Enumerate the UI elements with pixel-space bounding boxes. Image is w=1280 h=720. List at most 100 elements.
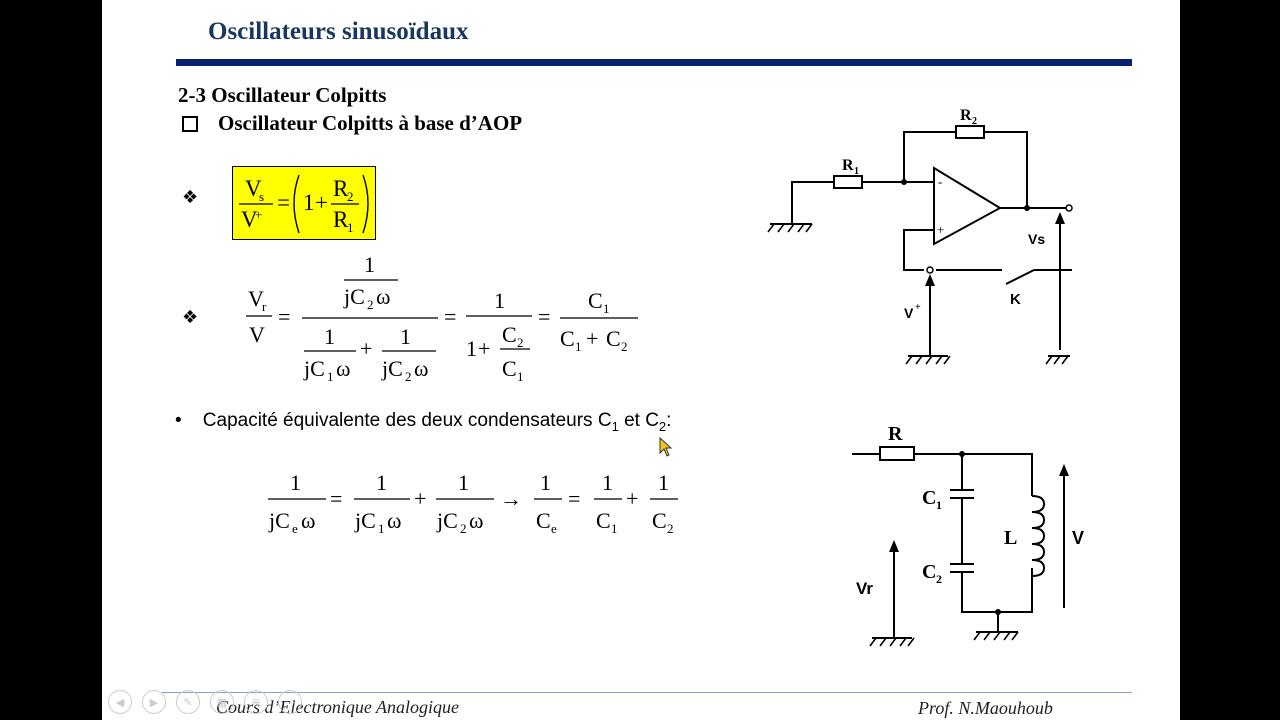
checkbox-bullet-icon	[182, 115, 198, 132]
eq2-v: V	[249, 322, 265, 347]
circuit1-r1-sub: 1	[854, 166, 859, 177]
eq3-f-sub: 2	[667, 521, 674, 536]
eq2-left-omega: ω	[336, 356, 350, 381]
eq3-b-one: 1	[376, 470, 387, 495]
eq3-a-one: 1	[290, 470, 301, 495]
eq3-a-jc: jC	[268, 508, 290, 533]
eq2-right-jc2: jC	[381, 356, 403, 381]
next-icon[interactable]: ▶	[142, 690, 166, 714]
eq2-mid-c2-sub: 2	[517, 335, 524, 350]
mouse-cursor-icon	[659, 436, 673, 457]
zoom-icon[interactable]: ⊕	[244, 690, 268, 714]
subsection-heading: Oscillateur Colpitts à base d’AOP	[178, 111, 522, 136]
bullet-dot-icon: •	[175, 410, 182, 431]
eq2-res-den-c2: C	[606, 326, 621, 351]
eq1-vplus: V	[241, 207, 258, 232]
title-underline	[176, 59, 1132, 66]
eq3-e-c: C	[596, 508, 611, 533]
eq2-left-jc1: jC	[303, 356, 325, 381]
bullet-sub2: 2	[658, 418, 667, 434]
circuit2-c2-sub: 2	[936, 572, 942, 586]
circuit2-c2-label: C	[922, 561, 936, 583]
eq1-r2: R	[333, 176, 349, 201]
eq2-equals-2: =	[444, 304, 456, 329]
subsection-text: Oscillateur Colpitts à base d’AOP	[218, 111, 523, 135]
bullet-text-1: Capacité équivalente des deux condensate…	[202, 410, 612, 431]
eq2-plus-3: +	[586, 326, 598, 351]
section-heading: 2-3 Oscillateur Colpitts	[178, 83, 387, 107]
eq3-b-jc: jC	[354, 508, 376, 533]
circuit2-c1-sub: 1	[936, 498, 942, 512]
eq2-res-den-c2-sub: 2	[621, 339, 628, 354]
eq1-r1-sub: 1	[347, 220, 354, 235]
eq2-top-one: 1	[364, 252, 375, 277]
circuit2-v-label: V	[1072, 528, 1084, 548]
diamond-bullet-icon-2: ❖	[182, 307, 199, 328]
eq2-mid-c1-sub: 1	[517, 369, 524, 384]
eq3-plus-2: +	[626, 486, 638, 511]
eq2-plus-1: +	[360, 336, 372, 361]
slides-icon[interactable]: ▦	[210, 690, 234, 714]
opamp-colpitts-circuit: R 2 R 1 - + Vs V + K	[767, 107, 1073, 365]
circuit2-vr-label: Vr	[856, 579, 873, 598]
equation-gain: V s V + = 1 + R 2 R 1	[239, 174, 369, 235]
slide: Oscillateurs sinusoïdaux 2-3 Oscillateur…	[102, 0, 1180, 720]
pen-icon[interactable]: ✎	[176, 690, 200, 714]
eq3-plus-1: +	[414, 486, 426, 511]
prev-icon[interactable]: ◀	[108, 690, 132, 714]
eq1-one: 1	[303, 190, 315, 215]
eq2-mid-one: 1	[494, 288, 505, 313]
eq2-vr: V	[248, 286, 264, 311]
circuit1-k-label: K	[1010, 291, 1021, 308]
footer-course: Cours d’Electronique Analogique	[216, 697, 459, 717]
circuit1-vs-label: Vs	[1028, 231, 1045, 247]
eq2-equals-1: =	[278, 304, 290, 329]
bullet-equivalent-capacitance: • Capacité équivalente des deux condensa…	[175, 410, 671, 434]
bullet-sub1: 1	[611, 418, 619, 434]
more-icon[interactable]: ⋯	[278, 690, 302, 714]
eq2-res-den-c1-sub: 1	[575, 339, 582, 354]
eq3-equals-1: =	[330, 486, 342, 511]
eq2-top-jc2: jC	[343, 284, 365, 309]
circuit1-vplus-label: V	[904, 305, 914, 321]
eq2-mid-c1: C	[502, 356, 517, 381]
eq3-b-omega: ω	[387, 508, 401, 533]
eq2-left-one: 1	[324, 324, 335, 349]
footer-divider	[162, 692, 1132, 693]
eq3-d-c: C	[536, 508, 551, 533]
eq3-equals-2: =	[568, 486, 580, 511]
eq2-right-sub2: 2	[405, 369, 412, 384]
eq2-res-den-c1: C	[560, 326, 575, 351]
eq3-e-one: 1	[602, 470, 613, 495]
eq3-a-sub: e	[292, 521, 298, 536]
eq2-mid-c2: C	[502, 322, 517, 347]
eq2-left-sub1: 1	[327, 369, 334, 384]
circuit1-minus: -	[938, 174, 942, 189]
eq2-equals-3: =	[538, 304, 550, 329]
equation-transfer: V r V = 1 jC 2 ω 1 jC 1 ω + 1 jC 2 ω = 1…	[246, 252, 638, 384]
eq3-b-sub: 1	[378, 521, 385, 536]
bullet-colon: :	[666, 410, 672, 431]
eq2-res-c1-sub: 1	[603, 301, 610, 316]
eq2-res-c1: C	[588, 288, 603, 313]
eq2-right-omega: ω	[414, 356, 428, 381]
circuit1-r2-sub: 2	[972, 116, 977, 127]
circuit2-r-label: R	[888, 423, 903, 445]
eq1-vplus-sup: +	[255, 207, 262, 222]
eq3-d-one: 1	[540, 470, 551, 495]
eq3-a-omega: ω	[301, 508, 315, 533]
eq1-vs: V	[245, 176, 262, 201]
eq2-vr-sub: r	[262, 299, 267, 314]
slide-title: Oscillateurs sinusoïdaux	[208, 18, 469, 45]
eq3-f-c: C	[652, 508, 667, 533]
lc-network-circuit: R C 1 C 2 L V Vr	[852, 423, 1084, 647]
eq3-c-omega: ω	[469, 508, 483, 533]
eq3-c-one: 1	[458, 470, 469, 495]
eq1-plus: +	[315, 190, 328, 215]
circuit2-c1-label: C	[922, 487, 936, 509]
eq1-equals: =	[277, 190, 290, 215]
circuit1-vplus-sup: +	[915, 302, 921, 313]
footer-author: Prof. N.Maouhoub	[918, 698, 1053, 718]
circuit1-plus: +	[937, 222, 944, 237]
eq3-c-jc: jC	[436, 508, 458, 533]
